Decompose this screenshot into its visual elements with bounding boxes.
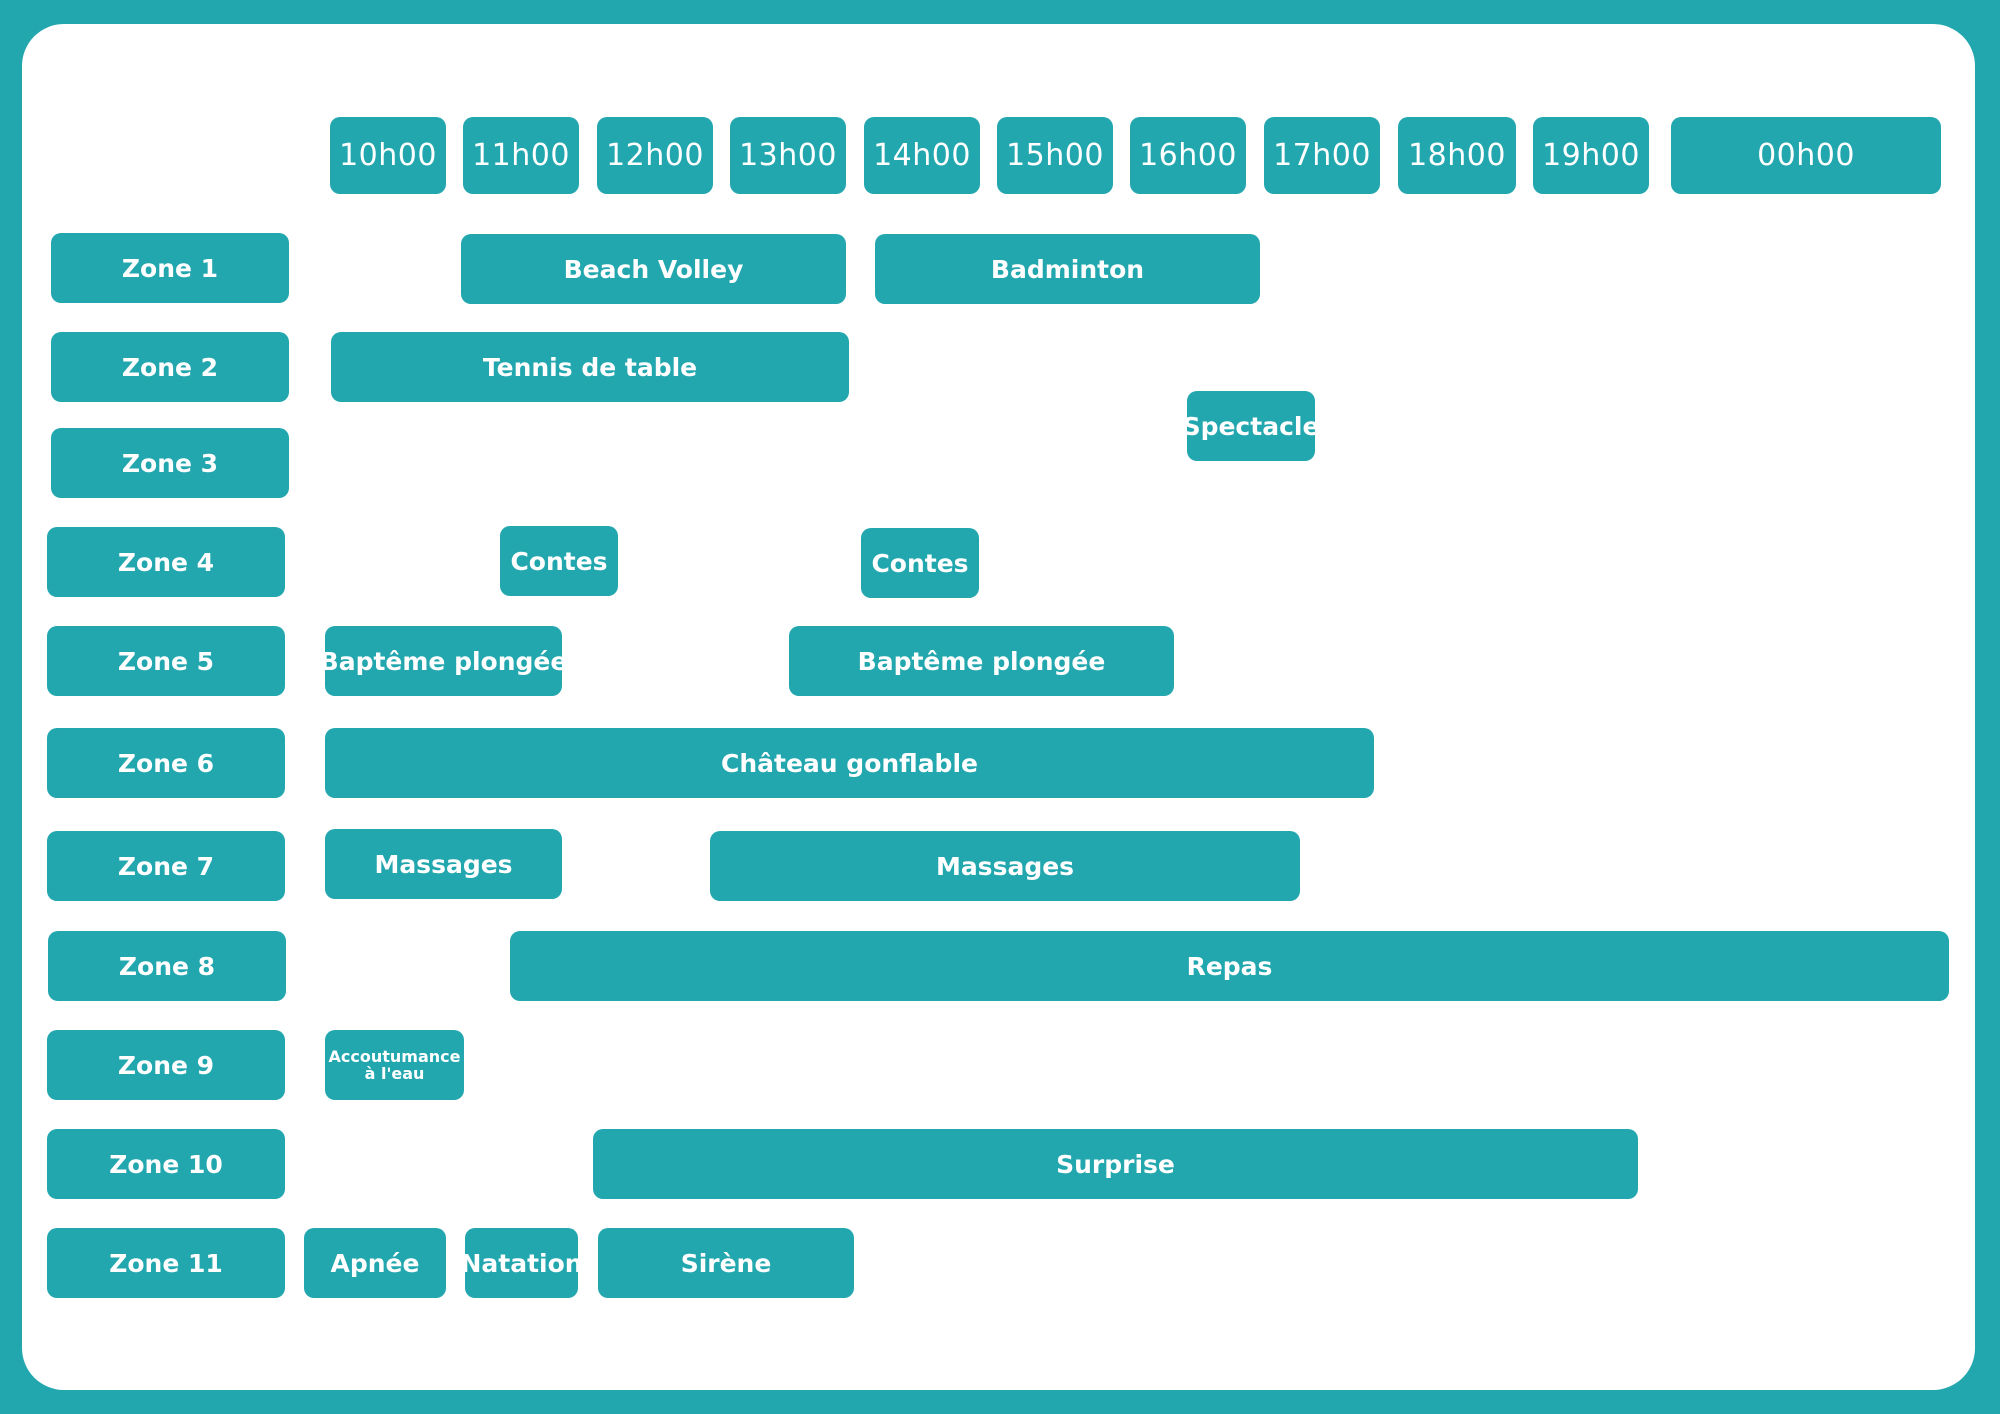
hour-header: 17h00: [1264, 117, 1380, 194]
zone-label: Zone 5: [47, 626, 285, 696]
activity-block: Apnée: [304, 1228, 446, 1298]
activity-block: Natation: [460, 1228, 583, 1298]
hour-header: 19h00: [1533, 117, 1649, 194]
hour-header: 13h00: [730, 117, 846, 194]
activity-block: Contes: [500, 526, 618, 596]
hour-header: 14h00: [864, 117, 980, 194]
hour-header: 12h00: [597, 117, 713, 194]
zone-label: Zone 1: [51, 233, 289, 303]
hour-header: 18h00: [1398, 117, 1516, 194]
zone-label: Zone 7: [47, 831, 285, 901]
hour-header: 00h00: [1671, 117, 1941, 194]
activity-block: Repas: [510, 931, 1949, 1001]
activity-block: Massages: [710, 831, 1300, 901]
activity-block: Spectacle: [1183, 391, 1319, 461]
activity-block: Accoutumance à l'eau: [325, 1030, 464, 1100]
activity-block: Massages: [325, 829, 562, 899]
activity-block: Château gonflable: [325, 728, 1374, 798]
hour-header: 16h00: [1130, 117, 1246, 194]
activity-block: Badminton: [875, 234, 1260, 304]
zone-label: Zone 10: [47, 1129, 285, 1199]
activity-block: Beach Volley: [461, 234, 846, 304]
zone-label: Zone 4: [47, 527, 285, 597]
zone-label: Zone 11: [47, 1228, 285, 1298]
activity-block: Surprise: [593, 1129, 1638, 1199]
zone-label: Zone 8: [48, 931, 286, 1001]
zone-label: Zone 9: [47, 1030, 285, 1100]
hour-header: 15h00: [997, 117, 1113, 194]
zone-label: Zone 6: [47, 728, 285, 798]
zone-label: Zone 2: [51, 332, 289, 402]
activity-block: Contes: [861, 528, 979, 598]
activity-block: Baptême plongée: [320, 626, 567, 696]
activity-block: Baptême plongée: [789, 626, 1174, 696]
zone-label: Zone 3: [51, 428, 289, 498]
hour-header: 10h00: [330, 117, 446, 194]
activity-block: Tennis de table: [331, 332, 849, 402]
activity-block: Sirène: [598, 1228, 854, 1298]
hour-header: 11h00: [463, 117, 579, 194]
